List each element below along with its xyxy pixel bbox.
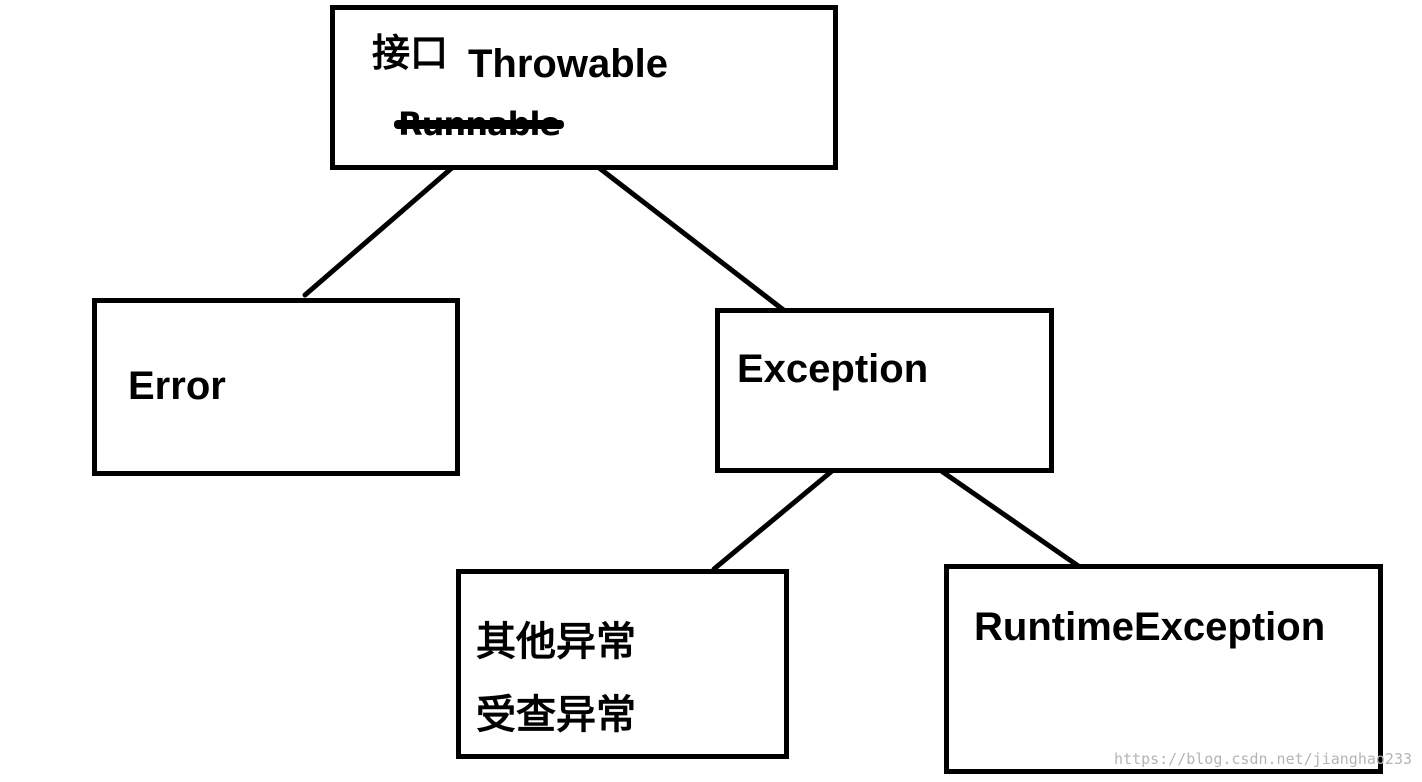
throwable-node [330, 5, 838, 170]
checked-exceptions-label: 受查异常 [476, 693, 636, 737]
edge-exception-runtime [934, 465, 1090, 575]
edge-throwable-exception [595, 164, 793, 318]
other-exceptions-label: 其他异常 [476, 620, 636, 664]
exception-node [715, 308, 1054, 473]
checked-exception-node [456, 569, 789, 759]
runtime-exception-node [944, 564, 1383, 774]
struck-through-text: Runnable [393, 105, 565, 143]
error-node [92, 298, 460, 476]
throwable-label: Throwable [468, 42, 669, 86]
error-label: Error [128, 364, 226, 408]
exception-label: Exception [737, 347, 929, 391]
watermark: https://blog.csdn.net/jianghao233 [1113, 750, 1412, 768]
edge-throwable-error [302, 164, 456, 298]
throwable-prefix-label: 接口 [372, 33, 449, 75]
runtime-exception-label: RuntimeException [974, 605, 1326, 649]
edge-exception-checked [711, 463, 841, 572]
